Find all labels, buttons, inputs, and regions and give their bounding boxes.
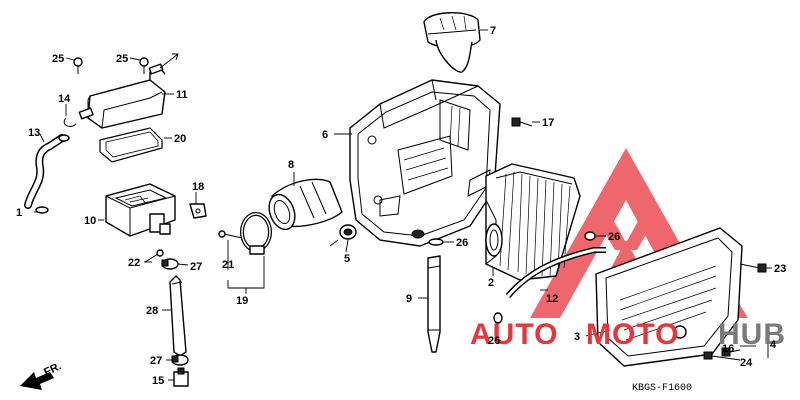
callout-1: 1 [16, 207, 22, 219]
callout-28: 28 [146, 305, 158, 317]
part-17-bolt [511, 117, 533, 127]
part-8-connector [268, 178, 343, 231]
callout-23: 23 [774, 263, 786, 275]
callout-25-b: 25 [116, 53, 128, 65]
callout-26-b: 26 [608, 231, 620, 243]
part-15-plug [173, 367, 189, 387]
callout-26-a: 26 [456, 237, 468, 249]
part-27-clamp-b [171, 354, 189, 366]
part-19-band [240, 212, 272, 255]
callout-2: 2 [488, 277, 494, 289]
callout-13: 13 [28, 127, 40, 139]
callout-19: 19 [236, 295, 248, 307]
callout-20: 20 [174, 133, 186, 145]
callout-8: 8 [288, 159, 294, 171]
callout-12: 12 [546, 293, 558, 305]
part-18-bracket [189, 203, 207, 219]
part-14-clip [63, 117, 77, 127]
part-28-tube [169, 275, 187, 357]
callout-15: 15 [152, 375, 164, 387]
part-25-screw-a [73, 57, 83, 74]
arrow-to-11 [159, 53, 179, 69]
callout-26-c: 26 [488, 335, 500, 347]
part-7-cap [423, 12, 481, 73]
part-20-gasket [99, 127, 163, 163]
watermark-moto: MOTO [586, 318, 679, 351]
part-6-airbox [349, 79, 501, 247]
part-27-clamp-a [161, 258, 179, 270]
part-26-oring-b [584, 231, 596, 241]
callout-6: 6 [322, 129, 328, 141]
part-24-bolt [703, 351, 713, 360]
part-4-cover [595, 227, 743, 367]
callout-16: 16 [722, 343, 734, 355]
callout-24: 24 [740, 357, 753, 369]
callout-4: 4 [770, 339, 777, 351]
part-5-grommet [339, 224, 357, 240]
front-direction-arrow: FR. [20, 360, 63, 390]
callout-21: 21 [222, 259, 234, 271]
callout-5: 5 [344, 253, 350, 265]
callout-27-a: 27 [190, 261, 202, 273]
callout-27-b: 27 [150, 355, 162, 367]
callout-10: 10 [84, 215, 96, 227]
diagram-code: KBGS-F1600 [632, 383, 692, 394]
callout-3: 3 [574, 331, 580, 343]
part-9-drain [427, 255, 441, 353]
part-26-oring-c [493, 312, 503, 324]
watermark-auto: AUTO [470, 318, 558, 351]
watermark-text: AUTO MOTO HUB [470, 318, 786, 351]
callout-labels: 1 2 3 4 5 6 7 8 9 10 11 12 13 14 15 16 1… [16, 25, 786, 387]
part-21-bolt [218, 230, 243, 239]
callout-17: 17 [542, 117, 554, 129]
callout-14: 14 [58, 93, 71, 105]
watermark-hub: HUB [718, 318, 786, 351]
part-10-housing [105, 183, 176, 237]
part-5-fastener [329, 239, 339, 247]
callout-7: 7 [490, 25, 496, 37]
part-23-bolt [739, 263, 767, 273]
direction-label: FR. [42, 360, 63, 378]
part-26-oring-a [428, 238, 444, 246]
callout-25-a: 25 [52, 53, 64, 65]
callout-22: 22 [128, 257, 140, 269]
callout-18: 18 [192, 181, 204, 193]
part-22-bolt [144, 249, 164, 263]
part-2-filter [485, 163, 581, 281]
leader-lines [34, 29, 772, 381]
part-1-clip [35, 206, 49, 214]
part-13-hose [24, 134, 70, 209]
callout-9: 9 [406, 293, 412, 305]
part-25-screw-b [139, 57, 149, 74]
part-11-cover [78, 63, 166, 129]
callout-11: 11 [176, 89, 188, 101]
